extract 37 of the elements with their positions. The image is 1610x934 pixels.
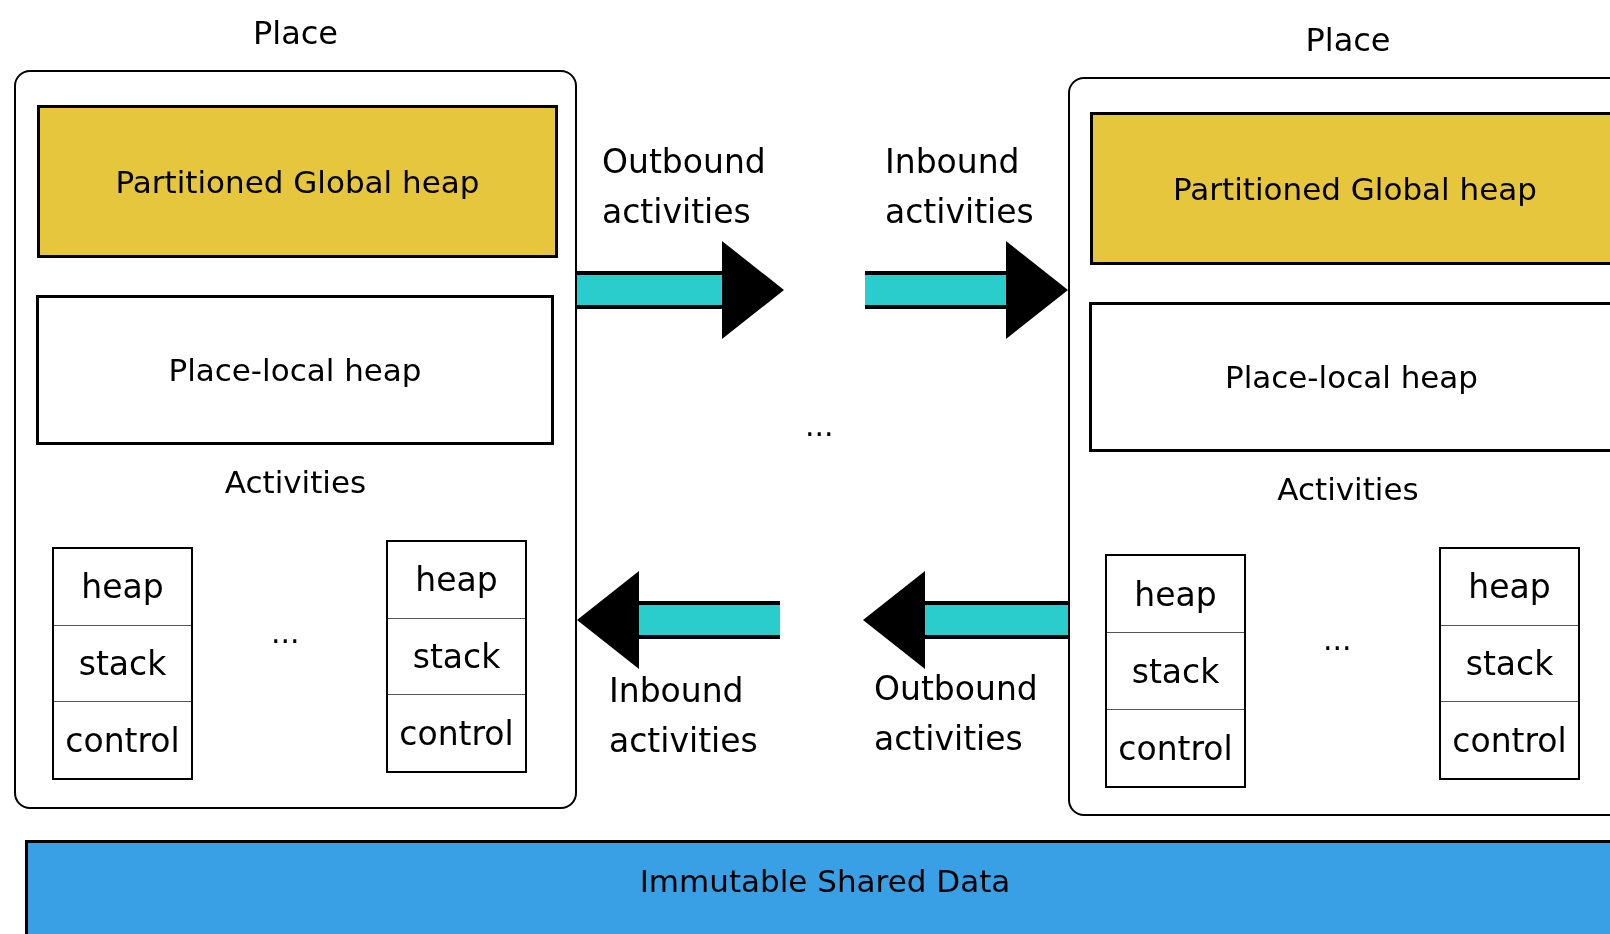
node-label: control <box>1118 728 1233 768</box>
node-label: heap <box>1468 567 1551 607</box>
section-heading: Activities <box>224 464 367 500</box>
node-label: Partitioned Global heap <box>115 163 480 200</box>
panel-title: Place <box>1305 21 1391 59</box>
ellipsis-text: ... <box>271 615 300 650</box>
node-label: stack <box>1465 644 1554 683</box>
panel-title: Place <box>252 14 339 52</box>
activity-box <box>52 547 193 780</box>
node-label: heap <box>81 567 164 607</box>
node-label: Place-local heap <box>168 352 422 388</box>
ellipsis-text: ... <box>805 408 834 443</box>
node-label: control <box>1452 720 1567 760</box>
activity-box <box>1439 547 1580 780</box>
edge-label: Outbound activities <box>874 668 1039 760</box>
node-label: control <box>399 713 514 753</box>
node-label: Place-local heap <box>1224 359 1479 395</box>
ellipsis-text: ... <box>1323 622 1352 657</box>
activity-box <box>386 540 527 773</box>
node-label: stack <box>1131 651 1220 691</box>
edge-label: Inbound activities <box>885 141 1035 233</box>
node-label: heap <box>415 560 498 600</box>
heap-box <box>36 295 554 445</box>
shared-data-bar <box>25 840 1610 934</box>
node-label: Immutable Shared Data <box>639 863 1011 899</box>
node-label: stack <box>78 644 167 683</box>
activity-box <box>1105 554 1246 788</box>
heap-box <box>1090 112 1610 265</box>
node-label: heap <box>1134 574 1217 614</box>
node-label: Partitioned Global heap <box>1173 170 1537 207</box>
node-label: control <box>65 720 180 760</box>
edge-label: Inbound activities <box>609 670 759 762</box>
heap-box <box>37 105 558 258</box>
section-heading: Activities <box>1277 471 1419 507</box>
heap-box <box>1089 302 1610 452</box>
edge-label: Outbound activities <box>602 141 767 233</box>
node-label: stack <box>412 637 501 676</box>
